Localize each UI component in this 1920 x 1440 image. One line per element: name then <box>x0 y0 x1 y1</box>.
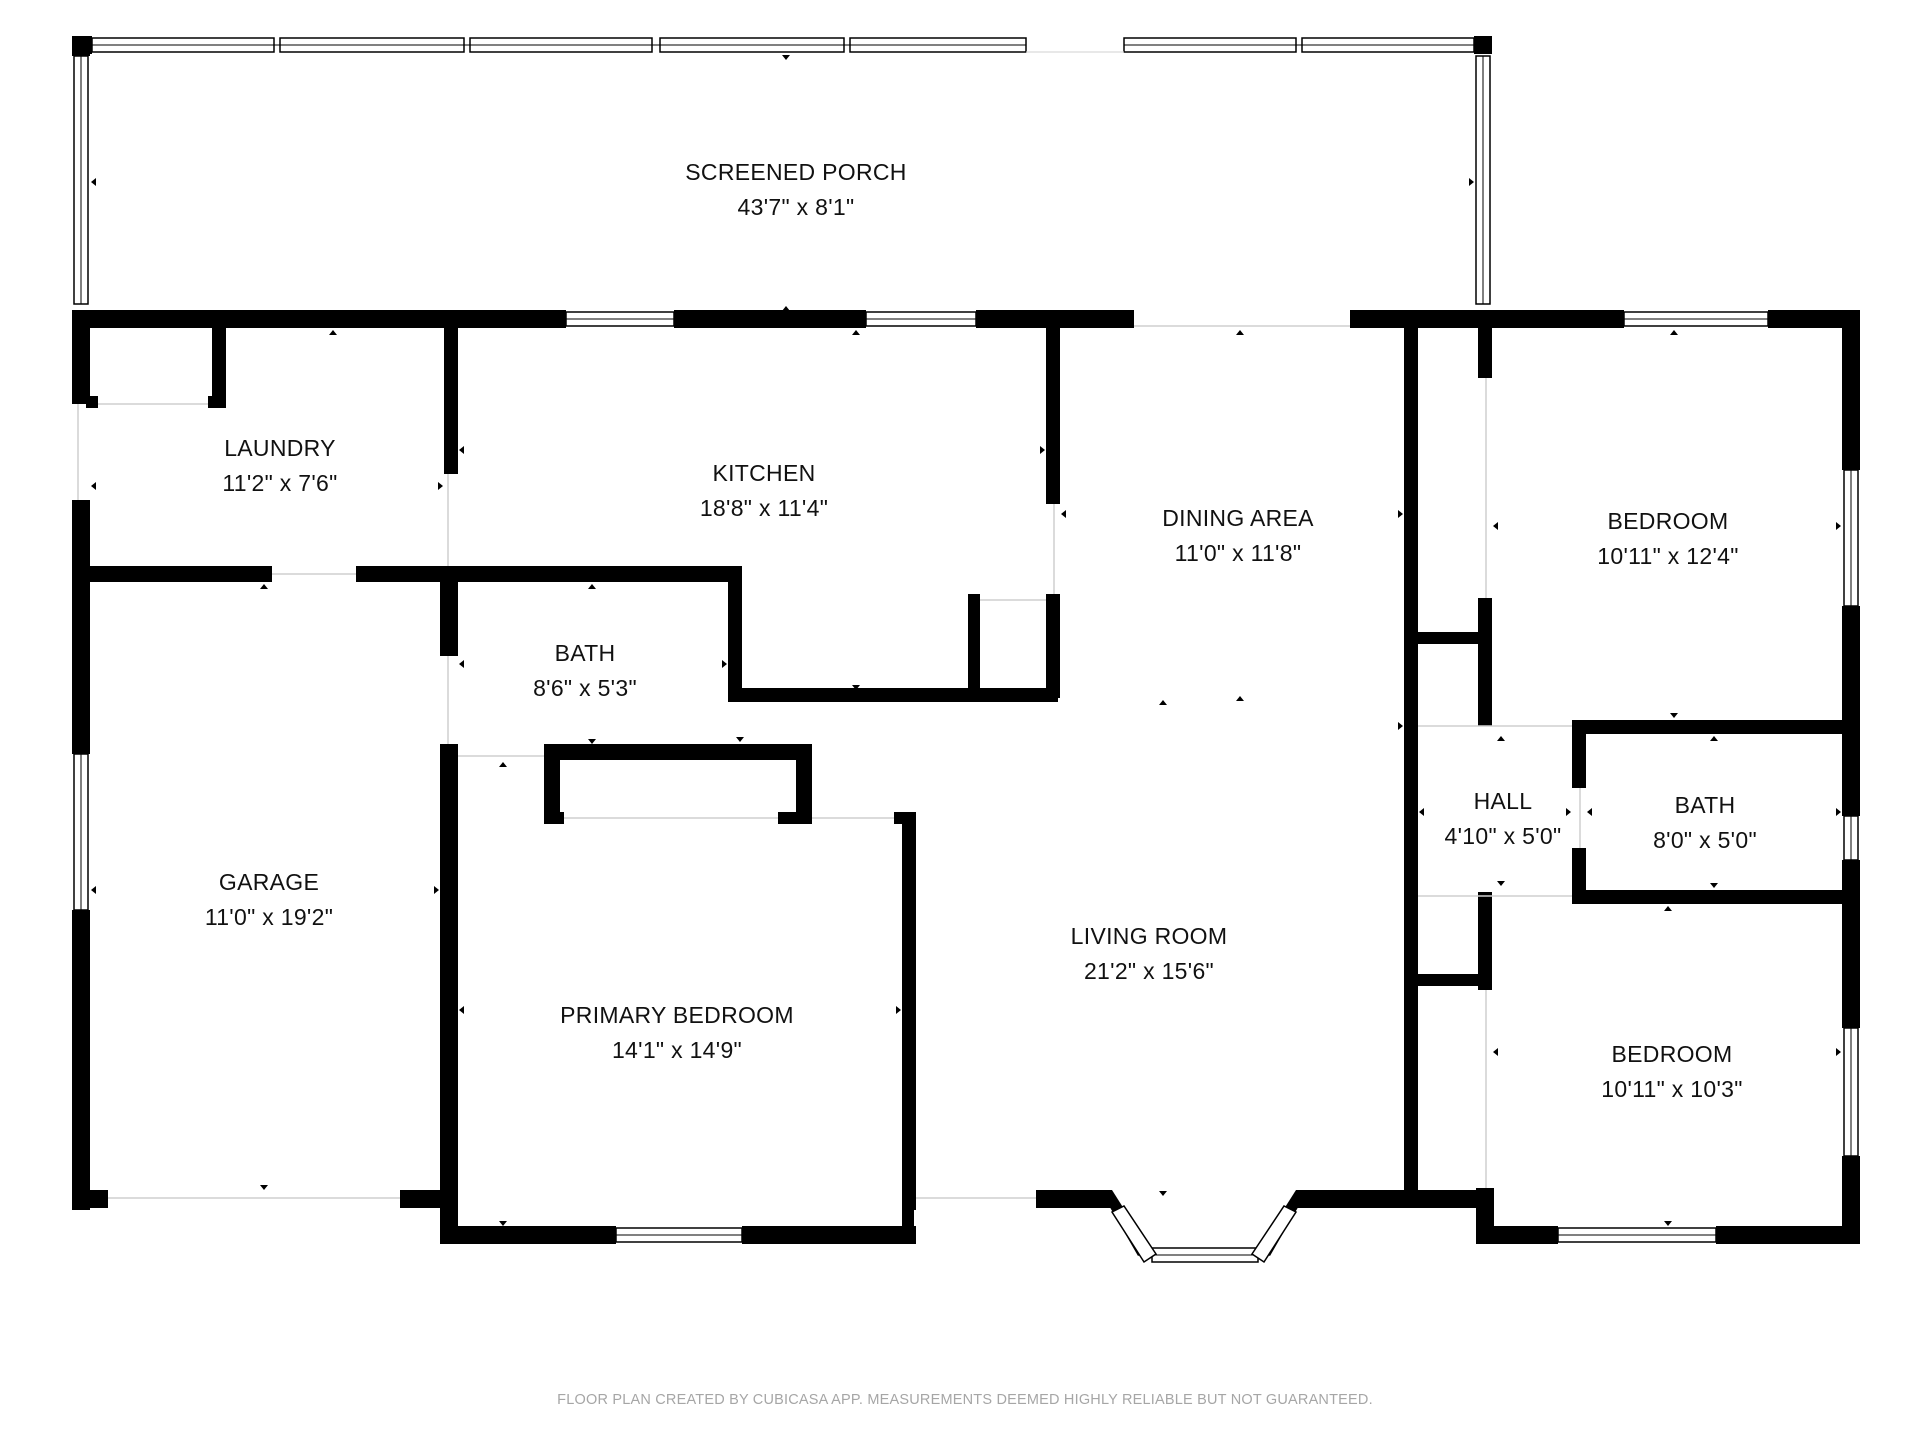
walls <box>72 36 1860 1256</box>
room-dims-laundry: 11'2" x 7'6" <box>222 470 337 496</box>
room-name-kitchen: KITCHEN <box>712 460 815 486</box>
room-labels: SCREENED PORCH 43'7" x 8'1" LAUNDRY 11'2… <box>205 159 1757 1102</box>
measurement-ticks <box>91 55 1841 1226</box>
room-dims-garage: 11'0" x 19'2" <box>205 904 333 930</box>
room-name-bedroom-1: BEDROOM <box>1608 508 1729 534</box>
door-openings <box>77 325 1581 1199</box>
room-name-bath-2: BATH <box>1675 792 1736 818</box>
room-name-laundry: LAUNDRY <box>224 435 336 461</box>
room-name-primary-bedroom: PRIMARY BEDROOM <box>560 1002 794 1028</box>
room-dims-bedroom-1: 10'11" x 12'4" <box>1597 543 1738 569</box>
footer-disclaimer: FLOOR PLAN CREATED BY CUBICASA APP. MEAS… <box>557 1392 1373 1408</box>
room-name-screened-porch: SCREENED PORCH <box>685 159 906 185</box>
room-name-garage: GARAGE <box>219 869 319 895</box>
room-name-bath-1: BATH <box>555 640 616 666</box>
room-dims-living-room: 21'2" x 15'6" <box>1084 958 1214 984</box>
room-name-hall: HALL <box>1474 788 1533 814</box>
room-dims-bath-2: 8'0" x 5'0" <box>1653 827 1757 853</box>
windows <box>73 37 1859 1264</box>
room-dims-dining-area: 11'0" x 11'8" <box>1175 540 1302 566</box>
room-dims-screened-porch: 43'7" x 8'1" <box>738 194 855 220</box>
room-dims-hall: 4'10" x 5'0" <box>1445 823 1562 849</box>
room-dims-kitchen: 18'8" x 11'4" <box>700 495 828 521</box>
room-name-bedroom-2: BEDROOM <box>1612 1041 1733 1067</box>
room-dims-bedroom-2: 10'11" x 10'3" <box>1601 1076 1742 1102</box>
room-dims-bath-1: 8'6" x 5'3" <box>533 675 637 701</box>
room-name-dining-area: DINING AREA <box>1162 505 1314 531</box>
room-dims-primary-bedroom: 14'1" x 14'9" <box>612 1037 742 1063</box>
room-name-living-room: LIVING ROOM <box>1071 923 1228 949</box>
